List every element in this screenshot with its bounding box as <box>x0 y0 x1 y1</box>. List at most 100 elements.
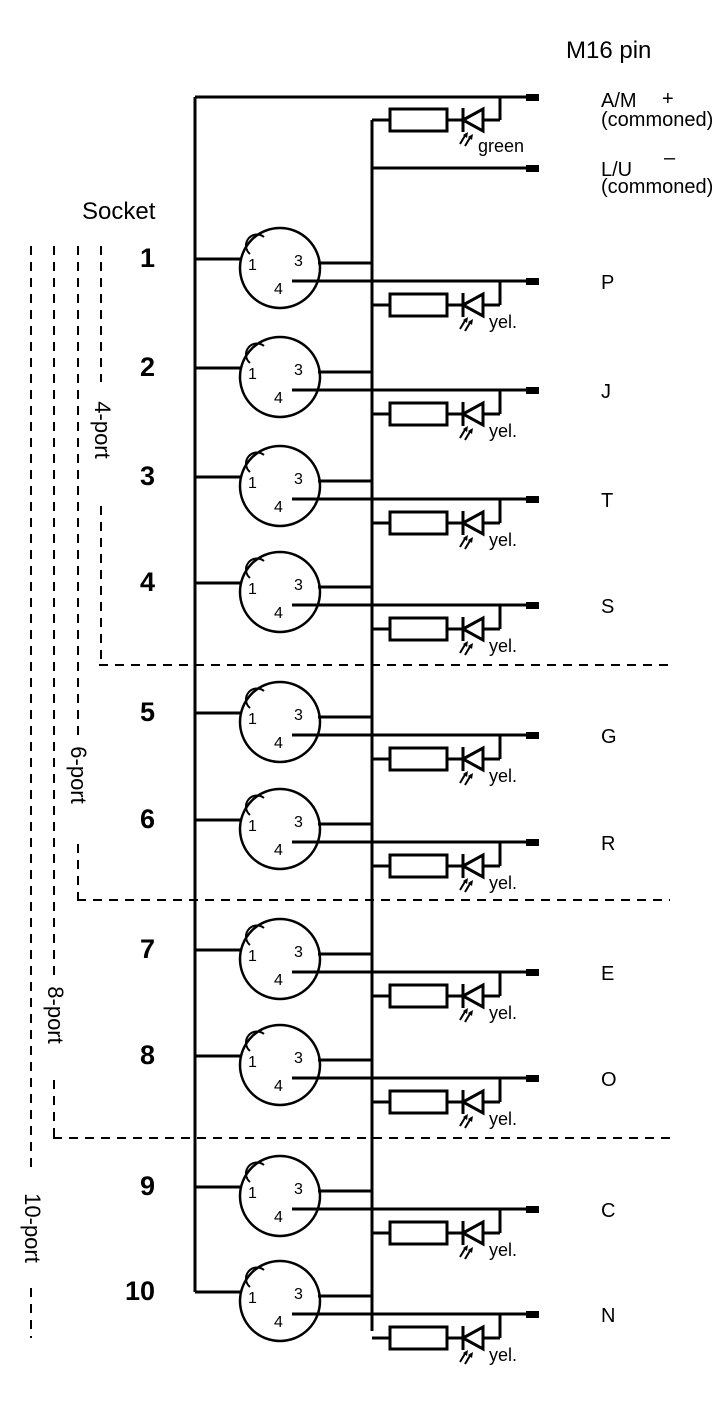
contact-label: 1 <box>248 1290 257 1307</box>
indicator-led <box>372 281 502 332</box>
coding-key-icon <box>245 1030 265 1052</box>
led-color-label: yel. <box>489 312 517 332</box>
contact-label: 3 <box>294 707 303 724</box>
indicator-led <box>372 1078 502 1129</box>
contact-label: 4 <box>274 972 283 989</box>
pin-label: T <box>601 490 613 512</box>
contact-label: 1 <box>248 581 257 598</box>
contact-label: 3 <box>294 1050 303 1067</box>
light-emission-icon <box>459 317 473 332</box>
connector-socket-icon <box>238 226 322 310</box>
coding-key-icon <box>245 687 265 709</box>
pin-terminal <box>526 732 539 739</box>
resistor-icon <box>388 853 449 879</box>
led-color-label: yel. <box>489 766 517 786</box>
socket-number: 9 <box>140 1171 155 1201</box>
contact-label: 4 <box>274 390 283 407</box>
indicator-led <box>372 499 502 550</box>
power-pin-label: L/U <box>601 159 632 181</box>
power-pin-negative: L/U – (commoned) <box>601 147 713 198</box>
led-color-label: green <box>478 136 524 156</box>
resistor-icon <box>388 746 449 772</box>
port-group-label: 6-port <box>66 746 91 803</box>
light-emission-icon <box>459 641 473 656</box>
pin-label: G <box>601 726 617 748</box>
diode-icon <box>459 106 485 134</box>
socket-number: 6 <box>140 804 155 834</box>
contact-label: 4 <box>274 1209 283 1226</box>
socket-number: 5 <box>140 697 155 727</box>
diode-icon <box>459 615 485 643</box>
pin-label: P <box>601 272 614 294</box>
diode-icon <box>459 745 485 773</box>
contact-label: 4 <box>274 735 283 752</box>
contact-label: 4 <box>274 1314 283 1331</box>
indicator-led <box>372 735 502 786</box>
contact-label: 3 <box>294 362 303 379</box>
light-emission-icon <box>459 1245 473 1260</box>
socket-number: 2 <box>140 352 155 382</box>
pin-terminal <box>526 602 539 609</box>
coding-key-icon <box>245 1161 265 1183</box>
resistor-icon <box>388 616 449 642</box>
connector-socket-icon <box>238 917 322 1001</box>
contact-label: 1 <box>248 818 257 835</box>
port-group-label: 8-port <box>43 986 68 1043</box>
diode-icon <box>459 1324 485 1352</box>
port-group-label: 10-port <box>20 1193 45 1263</box>
pin-terminal <box>526 1311 539 1318</box>
pin-label: E <box>601 963 614 985</box>
diode-icon <box>459 1088 485 1116</box>
light-emission-icon <box>459 1350 473 1365</box>
contact-label: 4 <box>274 1078 283 1095</box>
contact-label: 1 <box>248 1185 257 1202</box>
connector-socket-icon <box>238 1023 322 1107</box>
indicator-led <box>372 390 502 441</box>
contact-label: 3 <box>294 1286 303 1303</box>
led-color-label: yel. <box>489 1109 517 1129</box>
pin-label: R <box>601 833 615 855</box>
power-pin-positive: A/M + (commoned) <box>601 88 713 131</box>
contact-label: 4 <box>274 281 283 298</box>
indicator-led <box>372 842 502 893</box>
diode-icon <box>459 400 485 428</box>
contact-label: 3 <box>294 577 303 594</box>
led-color-label: yel. <box>489 530 517 550</box>
contact-label: 1 <box>248 475 257 492</box>
light-emission-icon <box>459 132 473 147</box>
resistor-icon <box>388 107 449 133</box>
pin-label: J <box>601 381 611 403</box>
socket-heading: Socket <box>82 198 156 225</box>
contact-label: 1 <box>248 366 257 383</box>
resistor-icon <box>388 1089 449 1115</box>
contact-label: 1 <box>248 257 257 274</box>
green-led-indicator <box>370 97 502 168</box>
pin-terminal <box>526 165 539 172</box>
pin-terminal <box>526 1206 539 1213</box>
led-color-label: yel. <box>489 1240 517 1260</box>
coding-key-icon <box>245 1266 265 1288</box>
resistor-icon <box>388 292 449 318</box>
coding-key-icon <box>245 342 265 364</box>
pin-label: N <box>601 1305 615 1327</box>
indicator-led <box>372 1209 502 1260</box>
contact-label: 4 <box>274 499 283 516</box>
pin-terminal <box>526 278 539 285</box>
power-pin-note: (commoned) <box>601 176 713 198</box>
diode-icon <box>459 982 485 1010</box>
light-emission-icon <box>459 535 473 550</box>
power-pin-polarity: – <box>664 147 676 169</box>
light-emission-icon <box>459 878 473 893</box>
light-emission-icon <box>459 1008 473 1023</box>
resistor-icon <box>388 983 449 1009</box>
socket-number: 8 <box>140 1040 155 1070</box>
